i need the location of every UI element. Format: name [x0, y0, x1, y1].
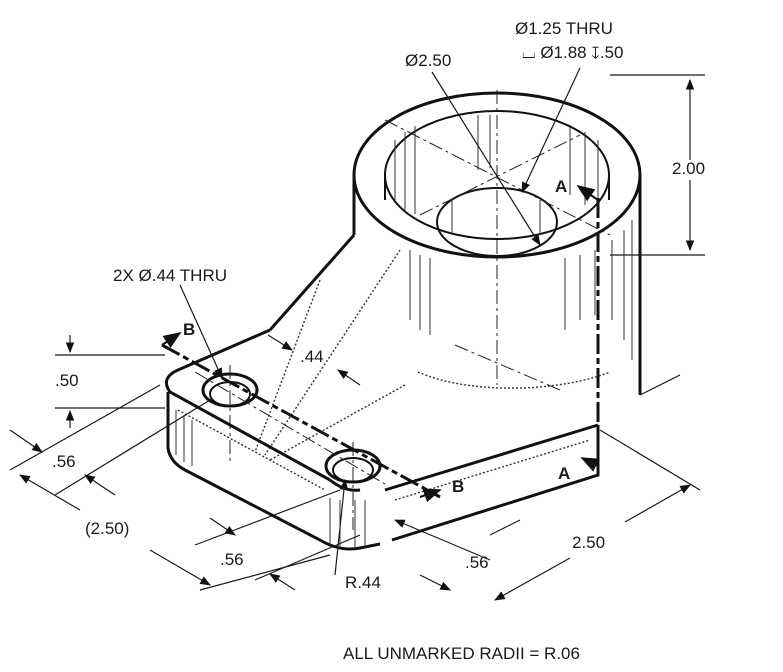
label-outer-diameter: Ø2.50	[405, 51, 451, 70]
section-marker-b-left: B	[183, 320, 195, 339]
label-hole-offset-front-left: .56	[220, 550, 244, 569]
base-plate	[164, 328, 600, 551]
label-note: ALL UNMARKED RADII = R.06	[343, 644, 580, 663]
cylinder-body-shading	[409, 220, 633, 360]
label-rib-thickness: .44	[300, 347, 324, 366]
label-counterbore: ⌴ Ø1.88 ↧.50	[522, 43, 624, 62]
label-height: 2.00	[672, 159, 705, 178]
section-marker-a-top: A	[555, 177, 567, 196]
label-base-length: (2.50)	[85, 519, 129, 538]
label-hole-offset-front-right: .56	[465, 553, 489, 572]
label-hole-offset-left: .56	[52, 452, 76, 471]
section-line-bb	[161, 332, 442, 503]
counterbore-shading	[394, 115, 599, 235]
label-base-width: 2.50	[572, 533, 605, 552]
cylinder-boss	[352, 90, 642, 395]
label-hole-large: Ø1.25 THRU	[515, 19, 613, 38]
label-base-thickness: .50	[55, 371, 79, 390]
section-line-aa	[576, 184, 600, 475]
section-marker-b-right: B	[452, 477, 464, 496]
label-small-holes: 2X Ø.44 THRU	[113, 266, 227, 285]
section-marker-a-bottom: A	[558, 464, 570, 483]
rib	[254, 234, 611, 461]
dimensions	[9, 67, 705, 601]
label-corner-radius: R.44	[345, 573, 381, 592]
